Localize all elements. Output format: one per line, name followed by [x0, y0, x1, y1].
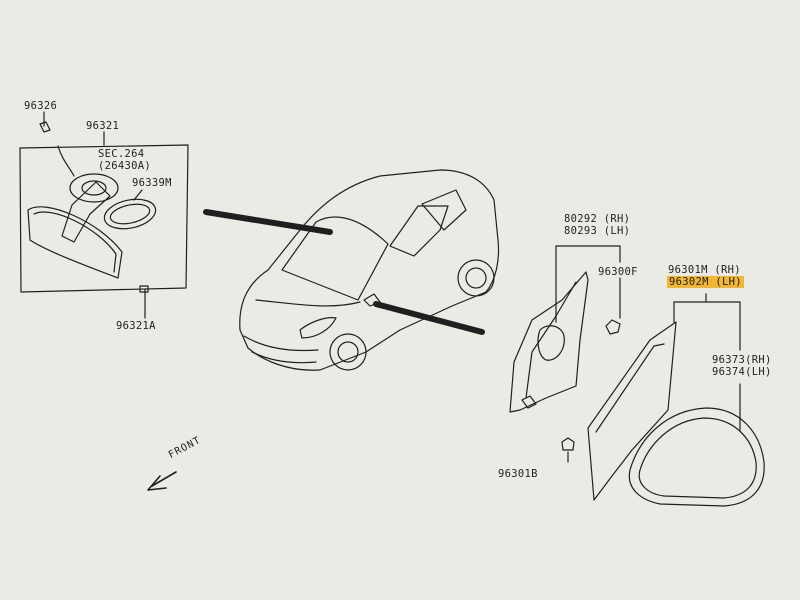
part-96339m-cover-inner [109, 203, 151, 225]
car-grille [251, 351, 317, 364]
car-wheel-rear-hub [465, 267, 487, 289]
inner-mirror-frame [19, 144, 189, 293]
label-96302m-highlighted: 96302M (LH) [667, 276, 744, 288]
car-windshield [281, 216, 389, 301]
mirror-mount-inner [81, 180, 107, 196]
label-96300f: 96300F [598, 266, 638, 278]
car-body [239, 169, 500, 371]
car-hood-line [255, 299, 361, 307]
part-96321a-clip [139, 285, 149, 293]
front-arrow [147, 471, 177, 491]
label-96339m: 96339M [132, 177, 172, 189]
mirror-arm [61, 181, 111, 243]
front-arrow-shaft [151, 471, 177, 487]
door-mirror-group [587, 293, 765, 507]
pointer-line-inner-mirror [203, 209, 333, 235]
part-96300f-clip [605, 319, 621, 335]
mirror-base-shell [509, 271, 589, 413]
mirror-base-tab [521, 395, 537, 409]
leader-96339m [133, 189, 143, 201]
mirror-base-group [509, 245, 621, 463]
label-96321: 96321 [86, 120, 120, 132]
label-96321a: 96321A [116, 320, 156, 332]
label-96326: 96326 [24, 100, 58, 112]
mirror-mount [69, 173, 119, 203]
door-mirror-arm [587, 321, 677, 501]
label-96301b: 96301B [498, 468, 538, 480]
car-window-front [389, 205, 449, 257]
mirror-glass [27, 206, 123, 279]
pointer-line-door-mirror [373, 301, 485, 335]
part-96301b-nut [561, 437, 575, 451]
door-mirror-housing [628, 407, 765, 507]
front-arrow-head [147, 475, 167, 491]
mirror-base-edge [525, 281, 577, 399]
car-wheel-front-hub [337, 341, 359, 363]
door-mirror-arm-edge [595, 343, 665, 433]
label-sec-sub: (26430A) [98, 160, 151, 172]
mirror-wire [57, 145, 75, 177]
label-96374: 96374(LH) [712, 366, 772, 378]
inner-mirror-group [19, 111, 189, 319]
label-80292: 80292 (RH) [564, 213, 631, 225]
mirror-glass-inner [33, 211, 117, 273]
part-96339m-cover [103, 198, 157, 230]
door-mirror-glass [638, 417, 757, 499]
mirror-base-bracket [537, 325, 565, 361]
part-96326-bulb [39, 121, 51, 133]
leader-80292-right [555, 245, 621, 263]
label-96373: 96373(RH) [712, 354, 772, 366]
label-96301m: 96301M (RH) [668, 264, 741, 276]
car-illustration [239, 169, 500, 371]
label-sec-ref: SEC.264 [98, 148, 145, 160]
car-headlight [299, 317, 337, 339]
car-window-rear [421, 189, 467, 231]
car-wheel-front [329, 333, 367, 371]
car-bumper-line [243, 335, 319, 352]
car-wheel-rear [457, 259, 495, 297]
label-80293: 80293 (LH) [564, 225, 631, 237]
